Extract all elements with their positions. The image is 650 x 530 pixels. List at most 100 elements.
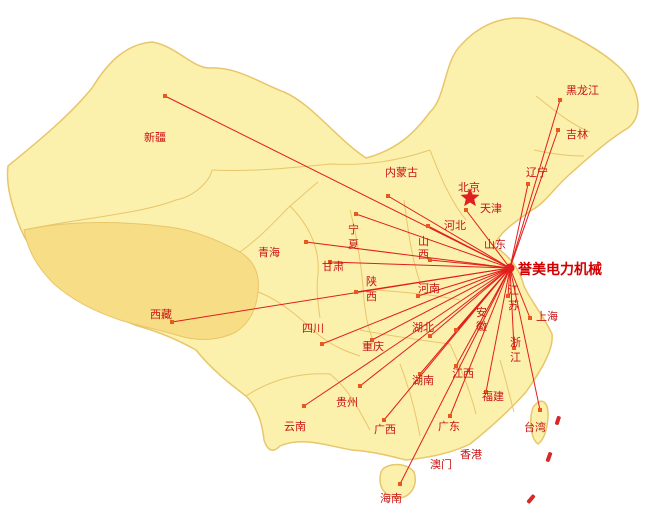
distribution-line: [329, 261, 511, 269]
province-labels: 新疆西藏青海甘肃宁夏内蒙古北京天津河北山西山东陕西河南四川重庆湖北安徽江苏上海浙…: [144, 84, 599, 505]
border-xinjiang-south: [23, 169, 213, 231]
border-yunnan: [245, 373, 331, 397]
province-dot: [506, 294, 510, 298]
star-icon: [460, 188, 480, 207]
border-sichuan: [257, 291, 361, 357]
province-dot: [170, 320, 174, 324]
province-label: 上海: [536, 309, 558, 323]
island-dashes: [526, 415, 561, 504]
province-dot: [382, 418, 386, 422]
province-label: 西藏: [150, 308, 172, 321]
hub-company-label: 誉美电力机械: [518, 261, 602, 278]
distribution-line: [383, 267, 511, 421]
province-dot: [538, 408, 542, 412]
border-jiangxi: [449, 343, 477, 415]
province-dot: [418, 372, 422, 376]
distribution-line: [449, 267, 511, 417]
province-label: 广西: [374, 423, 396, 436]
province-label: 吉林: [566, 127, 588, 141]
border-northeast: [535, 95, 591, 133]
province-dot: [354, 290, 358, 294]
province-dot: [512, 346, 516, 350]
distribution-lines: [164, 95, 561, 485]
distribution-line: [371, 267, 511, 341]
province-label: 山东: [484, 238, 506, 251]
distribution-line: [509, 267, 515, 349]
province-label: 台湾: [524, 420, 546, 434]
province-dot: [528, 316, 532, 320]
province-label: 海南: [380, 491, 402, 505]
province-label: 西: [366, 290, 377, 303]
province-label: 四川: [302, 322, 324, 335]
tibet-region: [23, 222, 259, 340]
province-dot: [556, 128, 560, 132]
province-dot: [426, 224, 430, 228]
border-inner-mongolia: [211, 149, 431, 172]
border-gansu: [289, 205, 321, 319]
province-dot: [320, 342, 324, 346]
distribution-line: [509, 267, 531, 319]
island-dash: [545, 452, 553, 462]
province-label: 江: [510, 351, 521, 364]
distribution-line: [509, 99, 561, 269]
province-label: 西: [418, 248, 429, 261]
distribution-line: [429, 267, 511, 337]
province-label: 苏: [508, 299, 519, 312]
distribution-line: [509, 183, 529, 269]
province-dot: [558, 98, 562, 102]
distribution-line: [465, 209, 511, 269]
province-label: 河北: [444, 219, 466, 232]
china-landmass: [6, 17, 639, 461]
province-dot: [354, 212, 358, 216]
province-borders: [23, 95, 591, 437]
province-label: 江: [508, 284, 519, 297]
distribution-line: [387, 195, 511, 269]
province-label: 天津: [480, 202, 502, 215]
island-dash: [526, 494, 536, 504]
distribution-line: [507, 267, 511, 297]
province-label: 安: [476, 305, 487, 319]
province-label: 香港: [460, 448, 482, 461]
island-dash: [554, 415, 561, 425]
border-jilin: [533, 149, 585, 157]
province-dot: [464, 208, 468, 212]
distribution-line: [509, 267, 541, 411]
province-dot: [454, 328, 458, 332]
distribution-line: [455, 267, 511, 367]
province-dot: [454, 364, 458, 368]
distribution-line: [321, 267, 511, 345]
distribution-line: [399, 267, 511, 485]
distribution-line: [355, 267, 511, 293]
province-label: 青海: [258, 245, 280, 259]
border-fujian: [499, 359, 515, 413]
province-label: 浙: [510, 336, 521, 349]
distribution-line: [303, 267, 511, 407]
province-label: 陕: [366, 274, 377, 288]
province-label: 江西: [452, 367, 474, 380]
distribution-line: [305, 241, 511, 269]
province-label: 宁: [348, 222, 359, 236]
province-label: 内蒙古: [385, 165, 418, 179]
province-label: 夏: [348, 238, 359, 251]
distribution-line: [417, 267, 511, 297]
border-hebei: [429, 149, 467, 221]
distribution-line: [509, 129, 559, 269]
province-label: 北京: [458, 180, 480, 194]
province-dot: [484, 390, 488, 394]
province-label: 辽宁: [526, 165, 548, 179]
province-label: 新疆: [144, 130, 166, 144]
border-guangxi: [329, 373, 371, 431]
province-label: 河南: [418, 282, 440, 295]
border-hunan: [399, 363, 421, 437]
province-dot: [163, 94, 167, 98]
province-dots: [163, 94, 562, 486]
province-label: 福建: [482, 389, 504, 403]
distribution-line: [429, 259, 511, 269]
province-dot: [328, 260, 332, 264]
distribution-line: [485, 267, 511, 393]
map-extras: 誉美电力机械: [460, 188, 602, 504]
hainan-island: [379, 463, 416, 499]
distribution-line: [164, 95, 511, 269]
hub-marker: [505, 263, 515, 273]
